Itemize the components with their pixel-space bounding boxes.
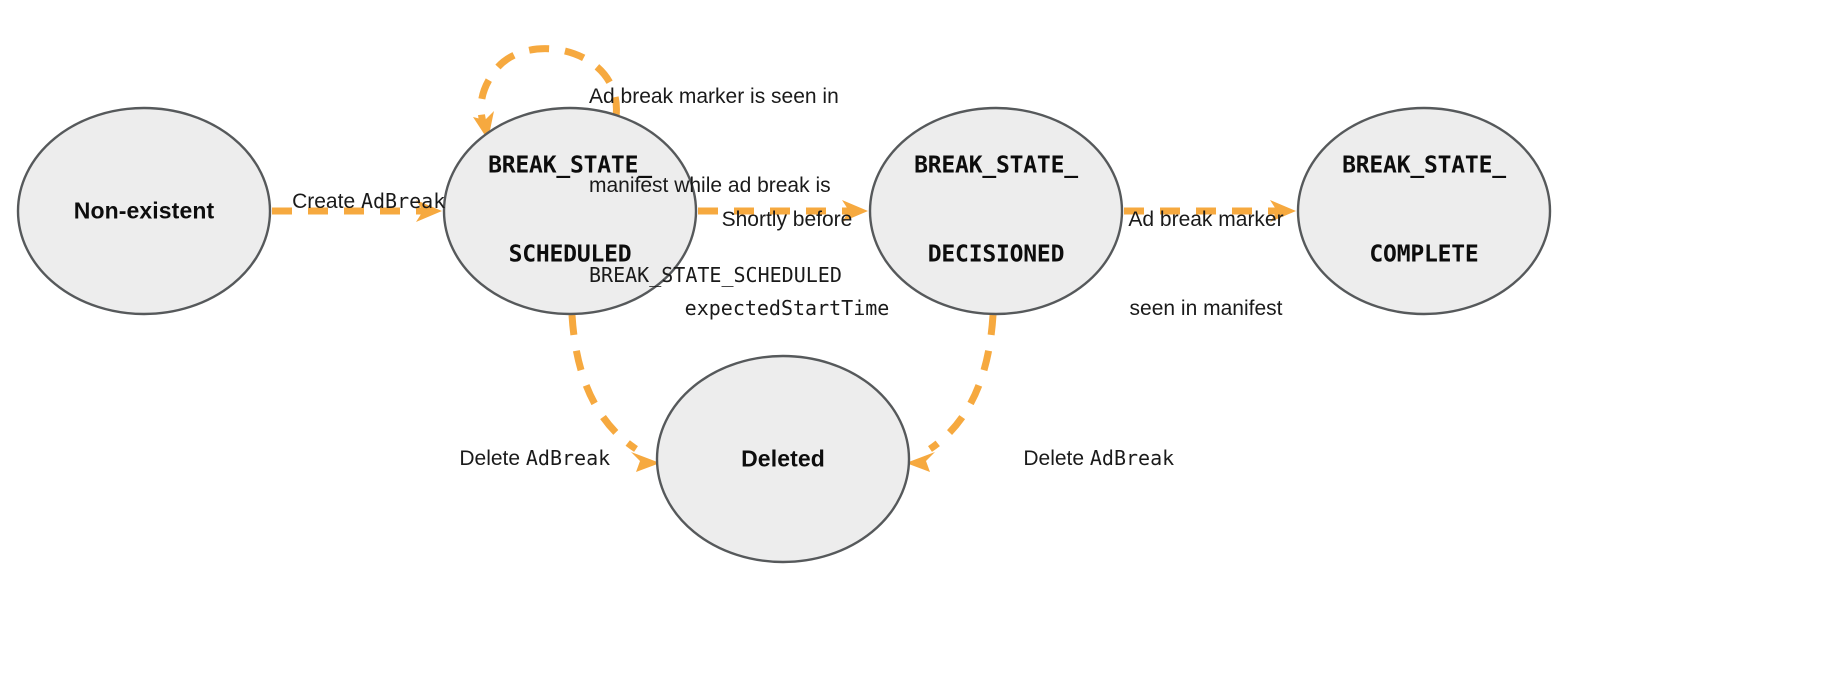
edge-delete-left-arrowhead [631,452,660,472]
edge-label-line: Shortly before [721,207,853,231]
edge-shortly-before-expectedstarttime [698,200,868,222]
edge-delete-right-line [928,314,997,452]
edge-label-marker-seen-in-manifest: Ad break marker seen in manifest [1128,145,1283,384]
node-label-line: BREAK_STATE_ [914,152,1078,179]
edge-label-line-code: BREAK_STATE_SCHEDULED [589,262,842,287]
node-break-state-decisioned[interactable] [868,106,1124,316]
node-break-state-complete[interactable] [1296,106,1552,316]
edge-label-line: seen in manifest [1129,297,1283,321]
edge-delete-right-arrowhead [906,452,935,472]
edge-label-create-adbreak: Create AdBreak [269,157,446,246]
node-label-line: BREAK_STATE_ [1342,152,1506,179]
edge-create-adbreak [272,200,442,222]
node-deleted[interactable] [655,354,911,564]
edge-create-adbreak-arrowhead [416,200,442,222]
edge-label-segment: Delete [459,446,526,470]
edge-delete-left-line [568,314,638,452]
edge-label-delete-adbreak-from-decisioned: Delete AdBreak [1000,414,1174,503]
node-label-line: Deleted [741,445,825,472]
edge-marker-seen-arrowhead [1270,200,1296,222]
node-label-deleted: Deleted [741,384,825,533]
edge-self-loop-line [477,45,620,128]
node-label-break-state-complete: BREAK_STATE_ COMPLETE [1342,91,1506,330]
node-label-line: BREAK_STATE_ [488,152,652,179]
node-label-non-existent: Non-existent [74,136,215,285]
edge-label-line: manifest while ad break is [589,174,831,198]
node-label-line: DECISIONED [927,241,1065,268]
edge-label-segment: Delete [1023,446,1090,470]
edge-label-marker-seen-while-scheduled: Ad break marker is seen in manifest whil… [589,22,842,349]
node-non-existent[interactable] [16,106,272,316]
edge-marker-seen-in-manifest [1124,200,1296,222]
node-break-state-scheduled[interactable] [442,106,698,316]
node-label-break-state-scheduled: BREAK_STATE_ SCHEDULED [488,91,652,330]
edge-label-segment-code: AdBreak [525,445,611,470]
node-label-break-state-decisioned: BREAK_STATE_ DECISIONED [914,91,1078,330]
node-label-line: COMPLETE [1369,241,1479,268]
edge-label-line: Ad break marker is seen in [589,84,839,108]
edge-label-delete-adbreak-from-scheduled: Delete AdBreak [436,414,610,503]
edge-label-segment-code: AdBreak [1089,445,1175,470]
node-label-line: Non-existent [73,197,215,224]
node-label-line: SCHEDULED [508,241,632,268]
edge-delete-adbreak-from-scheduled [568,314,660,472]
edge-label-line-code: expectedStartTime [684,296,890,321]
edge-delete-adbreak-from-decisioned [906,314,997,472]
edge-label-segment-code: AdBreak [360,188,446,213]
edge-shortly-before-arrowhead [842,200,868,222]
edge-label-shortly-before-expectedstarttime: Shortly before expectedStartTime [685,145,890,382]
edge-label-line: Ad break marker [1128,207,1284,231]
edge-label-segment: Create [292,189,361,213]
